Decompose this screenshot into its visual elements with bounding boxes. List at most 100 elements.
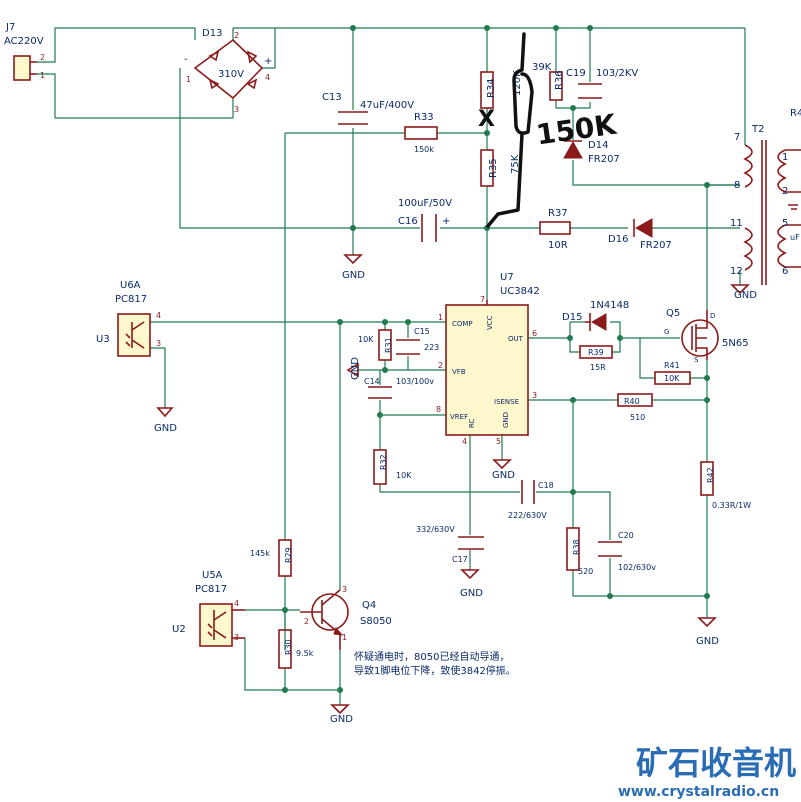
- optocoupler-u5a: U5A PC817 U2 4 3: [172, 570, 245, 647]
- svg-text:+: +: [442, 216, 450, 227]
- j7-ref: J7: [5, 22, 15, 33]
- svg-text:3: 3: [234, 105, 239, 114]
- svg-text:R29: R29: [284, 547, 293, 563]
- svg-text:1: 1: [342, 633, 347, 642]
- resistor-r32: R32 10K: [373, 449, 412, 485]
- svg-text:C14: C14: [364, 377, 380, 386]
- svg-text:GND: GND: [154, 423, 177, 434]
- svg-text:15R: 15R: [590, 363, 606, 372]
- svg-text:C17: C17: [452, 555, 468, 564]
- capacitor-c18: C18 222/630V: [508, 480, 554, 520]
- mosfet-q5: Q5 5N65 G D S: [664, 308, 749, 364]
- svg-text:1: 1: [40, 71, 45, 80]
- capacitor-c14: C14 103/100v: [364, 377, 434, 399]
- svg-text:+: +: [264, 56, 272, 67]
- capacitor-c19: C19 103/2KV: [566, 68, 638, 99]
- svg-text:GND: GND: [734, 290, 757, 301]
- svg-text:C18: C18: [538, 481, 554, 490]
- svg-text:D15: D15: [562, 312, 582, 323]
- resistor-r33: R33 150k: [404, 112, 438, 154]
- svg-text:R33: R33: [414, 112, 434, 123]
- svg-text:U7: U7: [500, 272, 514, 283]
- svg-text:103/2KV: 103/2KV: [596, 68, 638, 79]
- svg-text:2: 2: [438, 361, 443, 370]
- svg-text:120K: 120K: [512, 70, 523, 96]
- svg-text:1: 1: [782, 152, 788, 163]
- diode-d16: D16 FR207: [608, 218, 672, 251]
- svg-text:D13: D13: [202, 28, 222, 39]
- svg-text:10R: 10R: [548, 240, 568, 251]
- svg-text:R39: R39: [588, 348, 604, 357]
- svg-text:GND: GND: [502, 412, 510, 428]
- resistor-r37: R37 10R: [539, 208, 571, 251]
- svg-text:R37: R37: [548, 208, 568, 219]
- svg-text:R32: R32: [379, 454, 388, 470]
- svg-text:R35: R35: [488, 158, 499, 178]
- handwritten-x: X: [478, 107, 495, 132]
- svg-text:R42: R42: [706, 467, 715, 483]
- svg-text:uF: uF: [790, 233, 800, 242]
- svg-text:ISENSE: ISENSE: [494, 398, 519, 406]
- transformer-t2: T2 R4 7 8 11 12 1 2 5 6 uF: [730, 108, 801, 285]
- svg-text:D: D: [710, 312, 715, 320]
- svg-text:2: 2: [304, 617, 309, 626]
- svg-text:10K: 10K: [358, 335, 374, 344]
- ground-symbols: GND GND GND GND GND GND GND: [154, 204, 798, 725]
- svg-text:VFB: VFB: [452, 368, 466, 376]
- connector-j7: J7 AC220V 2 1: [4, 22, 45, 81]
- svg-text:520: 520: [578, 567, 593, 576]
- svg-text:Q4: Q4: [362, 600, 376, 611]
- annotation: 怀疑通电时，8050已经自动导通， 导致1脚电位下降，致使3842停振。: [354, 650, 516, 677]
- svg-text:3: 3: [532, 391, 537, 400]
- svg-text:510: 510: [630, 413, 645, 422]
- svg-text:U6A: U6A: [120, 280, 141, 291]
- svg-text:10K: 10K: [396, 471, 412, 480]
- svg-text:RC: RC: [468, 418, 476, 428]
- svg-text:R4: R4: [790, 108, 801, 119]
- optocoupler-u6a: U6A PC817 U3 4 3: [96, 280, 161, 357]
- svg-text:10K: 10K: [664, 374, 680, 383]
- svg-text:GND: GND: [696, 636, 719, 647]
- svg-text:C15: C15: [414, 327, 430, 336]
- annotation-line-2: 导致1脚电位下降，致使3842停振。: [354, 664, 516, 677]
- svg-text:T2: T2: [751, 124, 764, 135]
- svg-text:S8050: S8050: [360, 616, 392, 627]
- svg-text:D14: D14: [588, 140, 608, 151]
- svg-text:9.5k: 9.5k: [296, 649, 314, 658]
- svg-text:2: 2: [782, 186, 788, 197]
- svg-text:310V: 310V: [218, 69, 244, 80]
- svg-text:4: 4: [234, 599, 239, 608]
- svg-text:GND: GND: [350, 357, 361, 380]
- svg-text:U5A: U5A: [202, 570, 223, 581]
- svg-text:11: 11: [730, 218, 743, 229]
- svg-text:C16: C16: [398, 216, 418, 227]
- svg-text:4: 4: [156, 311, 161, 320]
- capacitor-c17: 332/630V C17: [416, 525, 484, 564]
- svg-text:3: 3: [342, 585, 347, 594]
- resistor-r30: R30 9.5k: [278, 629, 314, 669]
- svg-text:C19: C19: [566, 68, 586, 79]
- svg-text:6: 6: [782, 266, 788, 277]
- svg-text:7: 7: [734, 132, 740, 143]
- svg-text:R30: R30: [284, 639, 293, 655]
- svg-text:PC817: PC817: [195, 584, 227, 595]
- capacitor-c13: C13 47uF/400V: [322, 92, 414, 125]
- capacitor-c16: 100uF/50V C16 +: [398, 198, 452, 242]
- svg-text:4: 4: [265, 73, 270, 82]
- svg-text:1: 1: [438, 313, 443, 322]
- svg-text:C20: C20: [618, 531, 634, 540]
- svg-text:C13: C13: [322, 92, 342, 103]
- svg-text:Q5: Q5: [666, 308, 680, 319]
- svg-text:5: 5: [782, 218, 788, 229]
- diode-d14: D14 FR207: [563, 140, 620, 165]
- svg-text:145k: 145k: [250, 549, 270, 558]
- svg-text:3: 3: [156, 339, 161, 348]
- resistor-r36: 39K R36: [532, 62, 565, 101]
- svg-text:R31: R31: [384, 337, 393, 353]
- svg-text:FR207: FR207: [588, 154, 620, 165]
- svg-text:R34: R34: [486, 78, 497, 98]
- svg-text:S: S: [694, 356, 699, 364]
- svg-text:R41: R41: [664, 361, 680, 370]
- svg-text:1: 1: [186, 75, 191, 84]
